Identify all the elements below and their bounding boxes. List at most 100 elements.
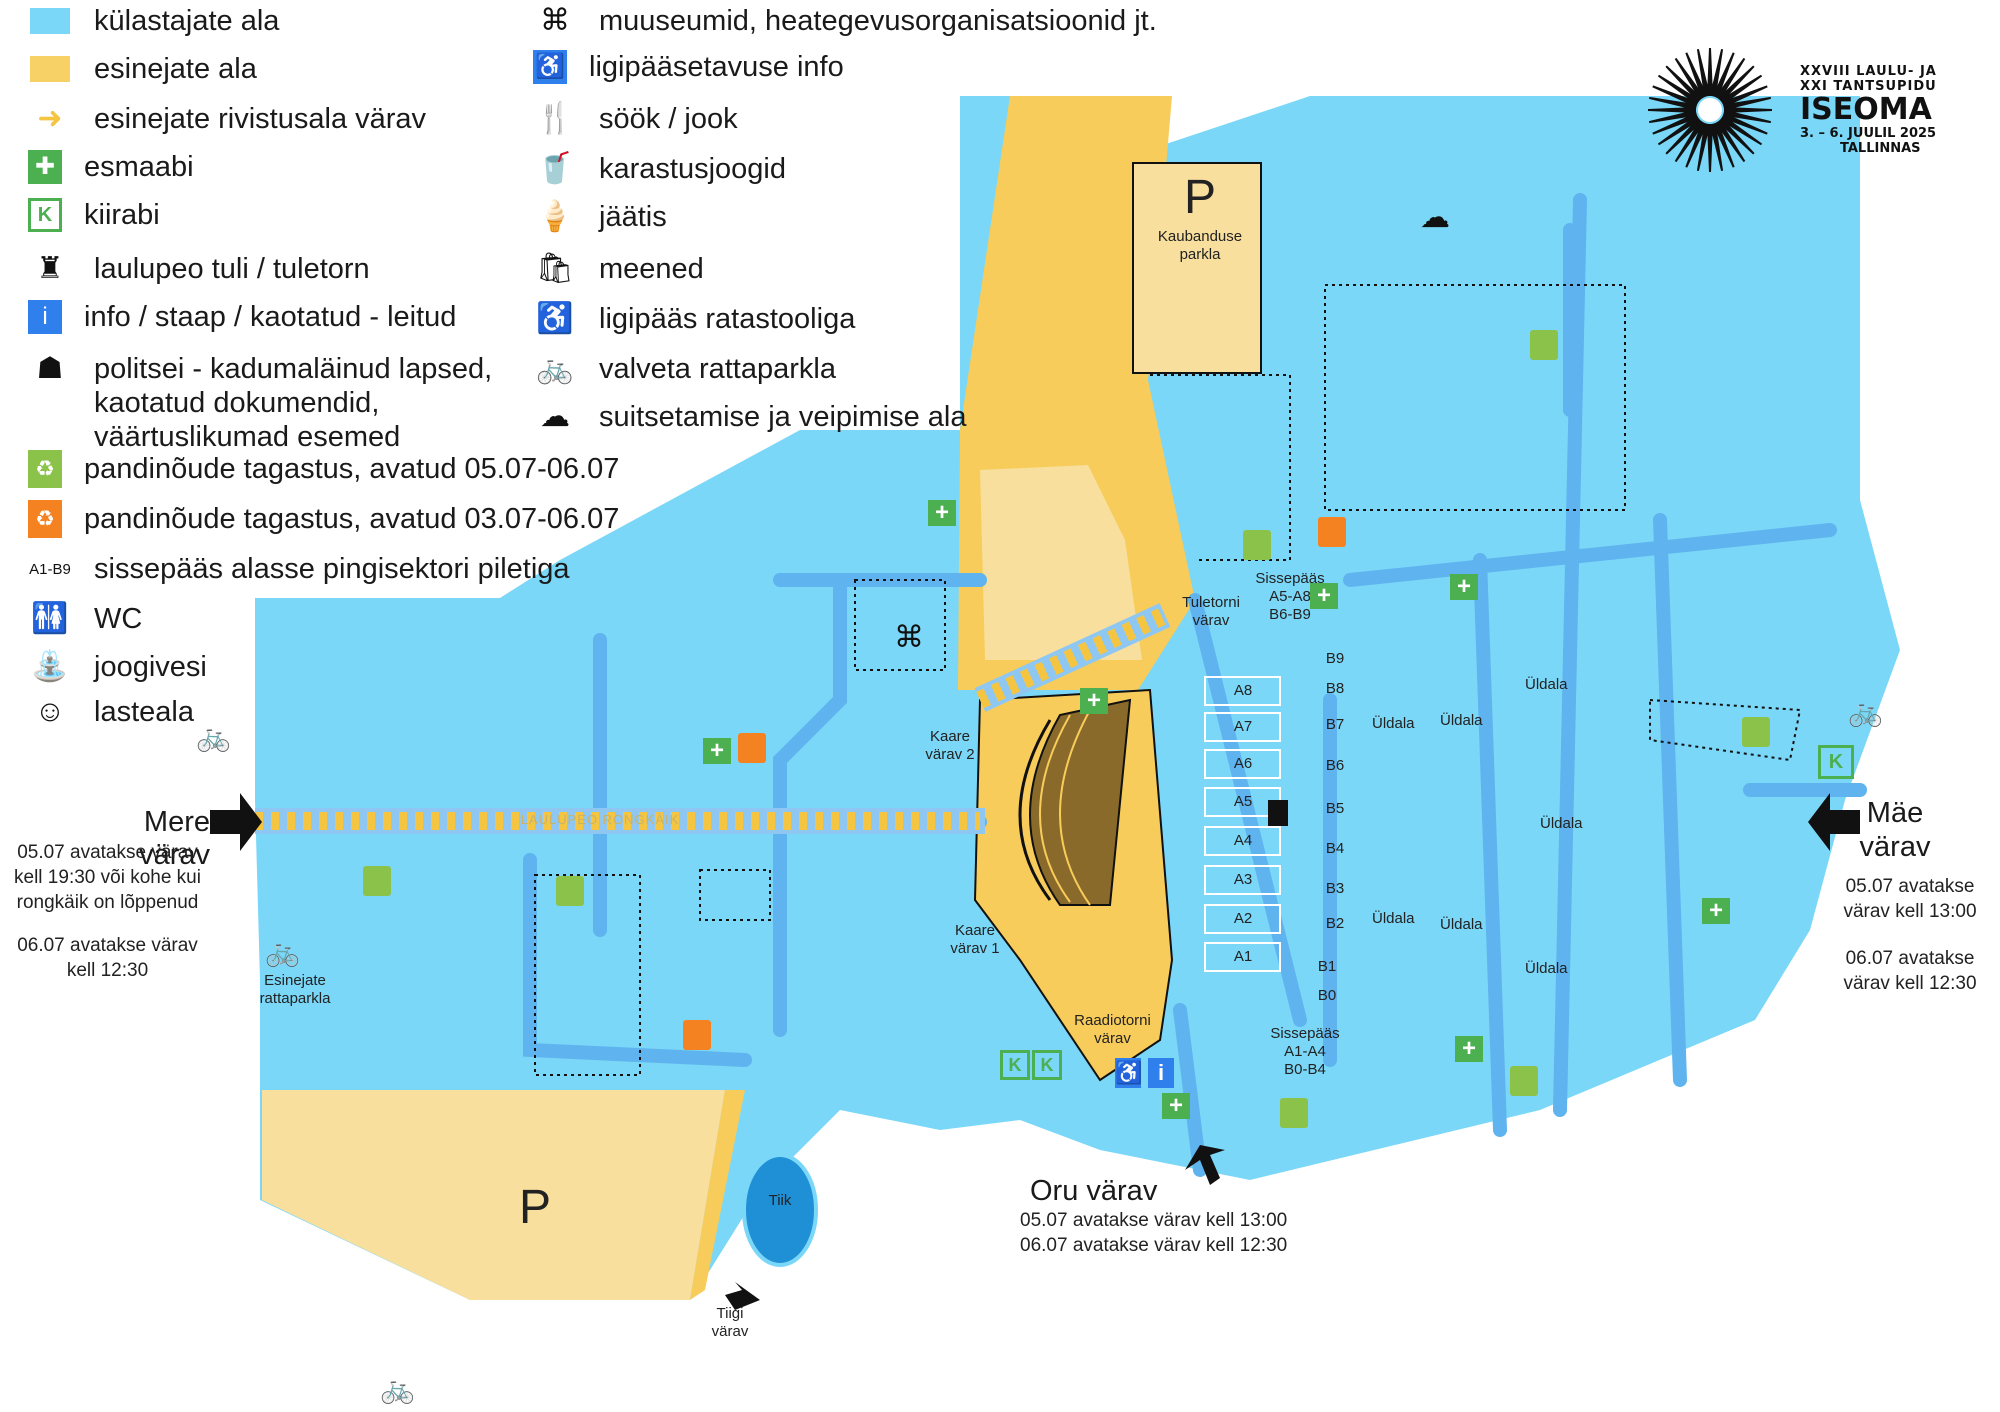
seating-sectors — [1204, 676, 1281, 972]
deposit-return-green-marker-icon — [1510, 1066, 1538, 1096]
souvenir-icon: 🛍 — [535, 252, 575, 285]
legend-label: joogivesi — [94, 651, 207, 683]
wheelchair-icon: ♿ — [536, 302, 574, 335]
sector-label: B7 — [1325, 716, 1345, 733]
walkways — [248, 193, 1867, 1177]
logo-dates: 3. – 6. JUULIL 2025 — [1800, 126, 1937, 141]
sector-label: B1 — [1317, 958, 1337, 975]
gate-arrows — [210, 793, 1860, 1310]
legend-item: ♿ligipääs ratastooliga — [533, 300, 855, 338]
legend-label: sissepääs alasse pingisektori piletiga — [94, 553, 570, 585]
water-tap-icon: ⛲ — [31, 650, 69, 683]
tiigi-gate-label: Tiigi värav — [711, 1305, 749, 1340]
deposit-return-orange-marker-icon — [738, 733, 766, 763]
legend-label: esinejate ala — [94, 53, 257, 85]
pond — [742, 1153, 818, 1267]
bicycle-icon: 🚲 — [536, 352, 574, 385]
deposit-return-green-marker-icon — [1742, 717, 1770, 747]
first-aid-marker-icon: + — [928, 500, 956, 526]
legend-label: karastusjoogid — [599, 153, 786, 185]
legend-label: pandinõude tagastus, avatud 03.07-06.07 — [84, 503, 620, 535]
legend-item: ⛲ joogivesi — [28, 648, 207, 686]
sector-label: B6 — [1325, 757, 1345, 774]
oru-gate-label: Oru värav — [1030, 1175, 1158, 1207]
bicycle-marker-icon: 🚲 — [380, 1373, 415, 1404]
performers-bike-parking-label: Esinejate rattaparkla — [259, 972, 331, 1007]
sector-label: B0 — [1317, 987, 1337, 1004]
general-area-label: Üldala — [1372, 715, 1415, 732]
legend-item: 🚻WC — [28, 600, 142, 638]
dotted-zones — [534, 284, 1802, 1076]
tuletorni-gate-label: Tuletorni värav — [1182, 594, 1240, 629]
general-area-label: Üldala — [1440, 712, 1483, 729]
deposit-return-orange-marker-icon — [1318, 517, 1346, 547]
police-icon: ☗ — [36, 352, 64, 385]
legend-label: külastajate ala — [94, 5, 280, 37]
legend-label: söök / jook — [599, 103, 738, 135]
museum-icon: ⌘ — [540, 4, 570, 37]
smoking-area-marker-icon: ☁ — [1420, 201, 1450, 234]
legend-item: ☗politsei - kadumaläinud lapsed, — [28, 350, 493, 388]
legend-item: 🍴söök / jook — [533, 100, 738, 138]
first-aid-marker-icon: + — [1162, 1093, 1190, 1119]
ambulance-marker-icon: K — [1032, 1050, 1062, 1080]
ambulance-icon: K — [28, 198, 62, 232]
accessibility-info-marker-icon: ♿ — [1115, 1058, 1142, 1088]
legend-label: jäätis — [599, 201, 667, 233]
sector-label: A4 — [1233, 832, 1253, 849]
legend-item: ♻ pandinõude tagastus, avatud 03.07-06.07 — [28, 500, 619, 538]
legend-item: väärtuslikumad esemed — [28, 418, 400, 456]
legend-item: ☺lasteala — [28, 693, 194, 731]
legend-item: ☁suitsetamise ja veipimise ala — [533, 398, 966, 436]
arrow-right-icon: ➜ — [37, 102, 63, 135]
deposit-return-green-marker-icon — [1530, 330, 1558, 360]
legend-item: ✚esmaabi — [28, 150, 194, 184]
first-aid-icon: ✚ — [28, 150, 62, 184]
legend-item: külastajate ala — [28, 2, 279, 40]
legend-item: A1-B9 sissepääs alasse pingisektori pilet… — [28, 550, 570, 588]
sector-label: B5 — [1325, 800, 1345, 817]
mere-gate-hours: 05.07 avatakse värav kell 19:30 või kohe… — [14, 842, 201, 981]
commercial-parking-p: P — [1183, 171, 1216, 224]
procession-route-label: LAULUPEO RONGKÄIK — [520, 812, 680, 827]
sector-label: B3 — [1325, 880, 1345, 897]
song-festival-stage — [1018, 698, 1132, 906]
bicycle-marker-icon: 🚲 — [265, 936, 300, 967]
deposit-return-orange-icon: ♻ — [28, 500, 62, 538]
legend-label: info / staap / kaotatud - leitud — [84, 301, 457, 333]
wc-icon: 🚻 — [31, 602, 69, 635]
sector-label: A3 — [1233, 871, 1253, 888]
entrance-a5-b9-label: Sissepääs A5-A8 B6-B9 — [1255, 570, 1325, 623]
legend-item: ♜laulupeo tuli / tuletorn — [28, 250, 370, 288]
mere-gate-arrow-icon — [210, 793, 262, 851]
pond-label: Tiik — [768, 1192, 792, 1209]
legend-item: ➜esinejate rivistusala värav — [28, 100, 426, 138]
legend-item: 🛍meened — [533, 250, 704, 288]
map-legend: külastajate ala esinejate ala ➜esinejate r… — [28, 0, 1157, 731]
oru-gate-arrow-icon — [1185, 1145, 1225, 1185]
mae-gate-label: Mäe värav — [1859, 797, 1931, 863]
soft-drink-icon: 🥤 — [536, 152, 574, 185]
entrance-a1-b4-label: Sissepääs A1-A4 B0-B4 — [1270, 1025, 1340, 1078]
sector-code-icon: A1-B9 — [29, 560, 71, 578]
performer-areas — [262, 96, 1262, 1300]
sector-label: A1 — [1233, 948, 1253, 965]
logo-line2: XXI TANTSUPIDU — [1800, 79, 1937, 94]
first-aid-marker-icon: + — [1310, 583, 1338, 609]
festival-logo: XXVIII LAULU- JA XXI TANTSUPIDU ISEOMA 3… — [1640, 40, 1985, 180]
info-marker-icon: i — [1148, 1058, 1174, 1088]
torch-tower-icon: ♜ — [36, 252, 64, 285]
info-icon: i — [28, 300, 62, 334]
mae-gate-hours: 05.07 avatakse värav kell 13:00 06.07 av… — [1843, 876, 1977, 994]
sector-label: A6 — [1233, 755, 1253, 772]
sector-label: A5 — [1233, 793, 1253, 810]
logo-name: ISEOMA — [1800, 92, 1932, 127]
legend-item: 🍦jäätis — [533, 198, 667, 236]
legend-item: i info / staap / kaotatud - leitud — [28, 300, 456, 334]
commercial-parking-label: Kaubanduse parkla — [1157, 228, 1243, 263]
procession-route — [255, 603, 1171, 834]
sunburst-logo-icon — [1648, 48, 1772, 172]
legend-item: ⌘muuseumid, heategevusorganisatsioonid j… — [533, 2, 1157, 40]
